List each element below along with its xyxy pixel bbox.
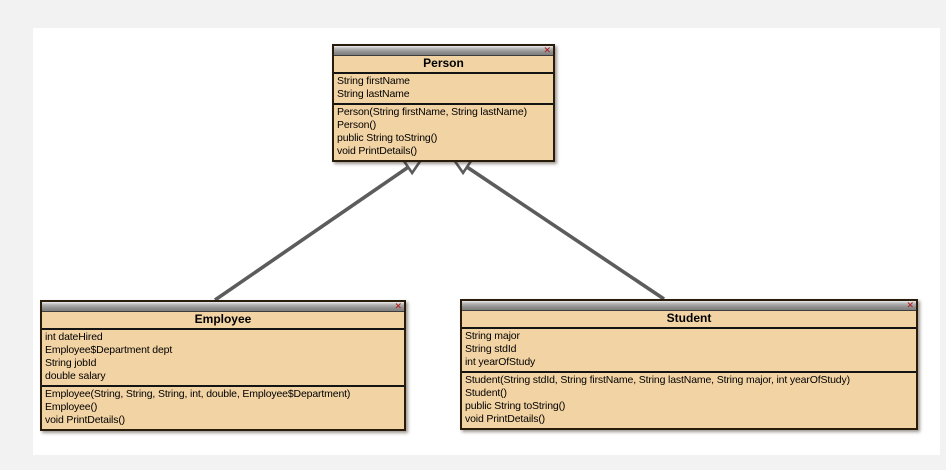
attribute-row: int dateHired bbox=[45, 331, 103, 343]
window-titlebar[interactable]: ✕ bbox=[462, 300, 916, 311]
class-name-student: Student bbox=[462, 311, 916, 329]
methods-section-person: Person(String firstName, String lastName… bbox=[334, 103, 553, 160]
generalization-arrow-employee-to-person bbox=[213, 157, 423, 302]
method-row: Student(String stdId, String firstName, … bbox=[465, 374, 850, 386]
attribute-row: String stdId bbox=[465, 343, 517, 355]
method-row: Student() bbox=[465, 387, 507, 399]
window-titlebar[interactable]: ✕ bbox=[42, 301, 404, 312]
methods-section-student: Student(String stdId, String firstName, … bbox=[462, 371, 916, 428]
method-row: Person(String firstName, String lastName… bbox=[337, 106, 527, 118]
attribute-row: String lastName bbox=[337, 88, 410, 100]
class-name-person: Person bbox=[334, 56, 553, 74]
generalization-arrow-student-to-person bbox=[452, 157, 666, 301]
method-row: void PrintDetails() bbox=[337, 145, 418, 157]
method-row: void PrintDetails() bbox=[465, 413, 546, 425]
method-row: Employee(String, String, String, int, do… bbox=[45, 388, 351, 400]
attribute-row: int yearOfStudy bbox=[465, 356, 536, 368]
method-row: Person() bbox=[337, 119, 377, 131]
method-row: Employee() bbox=[45, 401, 98, 413]
window-titlebar[interactable]: ✕ bbox=[334, 45, 553, 56]
methods-section-employee: Employee(String, String, String, int, do… bbox=[42, 385, 404, 429]
attribute-row: String major bbox=[465, 330, 520, 342]
attribute-row: String firstName bbox=[337, 75, 410, 87]
close-icon[interactable]: ✕ bbox=[543, 45, 551, 55]
attribute-row: String jobId bbox=[45, 357, 97, 369]
method-row: public String toString() bbox=[337, 132, 438, 144]
method-row: public String toString() bbox=[465, 400, 566, 412]
class-name-employee: Employee bbox=[42, 312, 404, 330]
attribute-row: double salary bbox=[45, 370, 106, 382]
close-icon[interactable]: ✕ bbox=[906, 300, 914, 310]
method-row: void PrintDetails() bbox=[45, 414, 126, 426]
close-icon[interactable]: ✕ bbox=[394, 301, 402, 311]
attribute-row: Employee$Department dept bbox=[45, 344, 173, 356]
